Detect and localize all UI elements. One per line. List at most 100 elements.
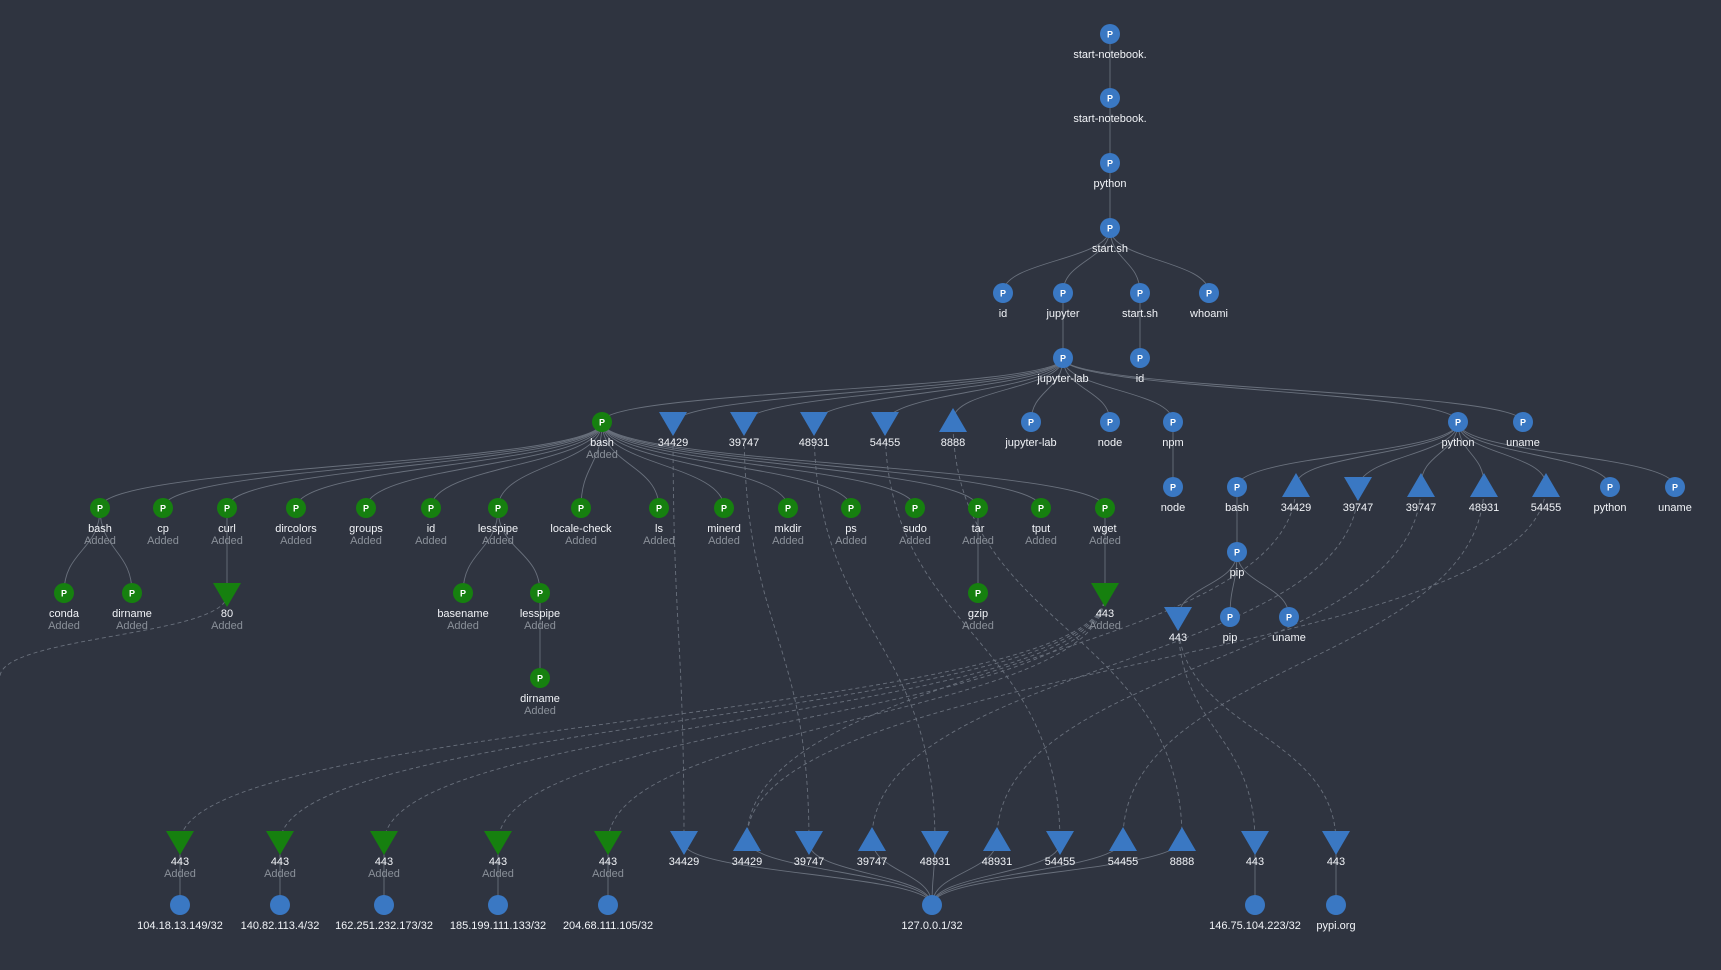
node-status: Added (772, 535, 804, 547)
ip-node-204-68-111-105-32[interactable]: 204.68.111.105/32 (563, 895, 653, 932)
node-label: wget (1092, 523, 1116, 535)
port-in-node-54455[interactable]: 54455 (1108, 827, 1139, 868)
port-in-node-48931[interactable]: 48931 (1469, 473, 1500, 514)
edge-n11-n35 (601, 421, 979, 509)
ip-node-127-0-0-1-32[interactable]: 127.0.0.1/32 (901, 895, 963, 932)
port-in-node-8888[interactable]: 8888 (939, 408, 967, 449)
connection-n12-n64 (672, 423, 685, 844)
process-node-id[interactable]: Pid (993, 283, 1013, 320)
port-out-node-54455[interactable]: 54455 (1045, 831, 1076, 868)
ip-node-146-75-104-223-32[interactable]: 146.75.104.223/32 (1209, 895, 1301, 932)
process-icon (217, 498, 237, 518)
ip-node-162-251-232-173-32[interactable]: 162.251.232.173/32 (335, 895, 433, 932)
process-icon (1279, 607, 1299, 627)
port-in-node-34429[interactable]: 34429 (732, 827, 763, 868)
port-out-node-39747[interactable]: 39747 (1343, 477, 1374, 514)
edge-n11-n22 (99, 421, 603, 509)
port-in-node-39747[interactable]: 39747 (1406, 473, 1437, 514)
port-out-node-54455[interactable]: 54455 (870, 412, 901, 449)
process-icon (1100, 88, 1120, 108)
port-in-node-54455[interactable]: 54455 (1531, 473, 1562, 514)
port-out-node-443[interactable]: 443 (1164, 607, 1192, 644)
port-in-node-34429[interactable]: 34429 (1281, 473, 1312, 514)
port-out-node-34429[interactable]: 34429 (669, 831, 700, 868)
outbound-port-icon (266, 831, 294, 855)
node-status: Added (708, 535, 740, 547)
ip-address-icon (1326, 895, 1346, 915)
node-label: 39747 (857, 856, 888, 868)
port-out-node-34429[interactable]: 34429 (658, 412, 689, 449)
port-out-node-39747[interactable]: 39747 (729, 412, 760, 449)
ip-node-140-82-113-4-32[interactable]: 140.82.113.4/32 (241, 895, 320, 932)
port-in-node-8888[interactable]: 8888 (1168, 827, 1196, 868)
port-out-node-443[interactable]: 443 (1241, 831, 1269, 868)
outbound-port-icon (594, 831, 622, 855)
ip-node-pypi-org[interactable]: pypi.org (1316, 895, 1356, 932)
node-status: Added (482, 868, 514, 880)
node-status: Added (84, 535, 116, 547)
process-node-id[interactable]: Pid (1130, 348, 1150, 385)
port-out-node-48931[interactable]: 48931 (799, 412, 830, 449)
ip-node-185-199-111-133-32[interactable]: 185.199.111.133/32 (450, 895, 546, 932)
ip-node-104-18-13-149-32[interactable]: 104.18.13.149/32 (137, 895, 223, 932)
port-out-node-39747[interactable]: 39747 (794, 831, 825, 868)
edge-n9-n16 (952, 357, 1064, 421)
port-in-node-39747[interactable]: 39747 (857, 827, 888, 868)
port-out-node-443[interactable]: 443 (1322, 831, 1350, 868)
port-out-node-48931[interactable]: 48931 (920, 831, 951, 868)
port-in-node-48931[interactable]: 48931 (982, 827, 1013, 868)
connection-n14-n68 (813, 423, 936, 844)
